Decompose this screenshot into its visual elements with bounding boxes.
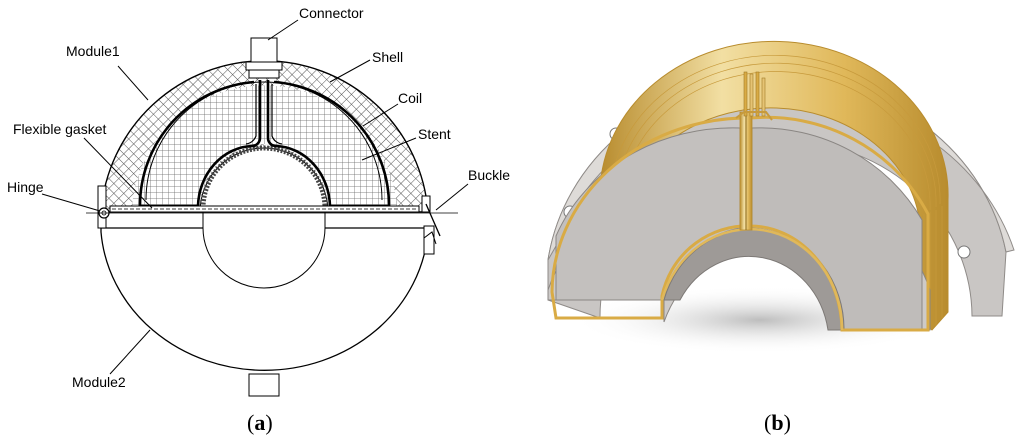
caption-a-letter: a: [254, 410, 265, 435]
leader-hinge: [41, 193, 101, 212]
stent-region: [132, 85, 397, 206]
coil-winding-band: [599, 40, 949, 331]
panel-a-cross-section: Connector Module1 Shell Coil Stent Flexi…: [7, 5, 510, 435]
connector-base: [248, 69, 280, 79]
bore-lower-outline: [202, 212, 326, 289]
lead-pin-3: [755, 71, 760, 117]
housing-left-block: [555, 127, 741, 301]
label-module2: Module2: [72, 374, 126, 390]
lead-pin-1: [743, 71, 748, 117]
leader-stent: [361, 137, 417, 161]
label-module1: Module1: [66, 43, 120, 59]
coil-outline-front: [550, 116, 744, 320]
lead-pin-2: [749, 73, 754, 117]
flexible-gasket-bore: [200, 145, 328, 209]
buckle-lever: [425, 203, 441, 237]
caption-b-letter: b: [771, 410, 783, 435]
caption-b-close: ): [784, 410, 791, 435]
coil-bore-edge: [660, 227, 844, 331]
hinge-plate: [97, 185, 107, 229]
leader-connector: [267, 19, 299, 41]
leader-shell: [329, 59, 371, 83]
module2-connector: [248, 373, 280, 397]
coil-outline-front-right: [748, 115, 930, 332]
coil-inner-right: [271, 84, 283, 145]
label-hinge: Hinge: [7, 179, 44, 195]
caption-a-close: ): [265, 410, 272, 435]
label-coil: Coil: [398, 90, 422, 106]
flange-hole-5: [957, 245, 971, 259]
connector-flange: [245, 61, 283, 71]
caption-a-open: (: [247, 410, 254, 435]
leader-module1: [117, 65, 149, 101]
leader-module2: [109, 329, 151, 375]
label-stent: Stent: [418, 126, 451, 142]
caption-b: (b): [764, 410, 791, 435]
connector-body: [250, 37, 278, 65]
label-flexible-gasket: Flexible gasket: [13, 121, 106, 137]
label-buckle: Buckle: [468, 167, 510, 183]
panel-b-3d-rendering: (b): [547, 40, 1015, 435]
label-connector: Connector: [299, 5, 364, 21]
buckle-lower: [423, 225, 435, 255]
caption-a: (a): [247, 410, 273, 435]
coil-left: [138, 80, 262, 208]
buckle-hook: [423, 231, 437, 245]
label-shell: Shell: [372, 49, 403, 65]
caption-b-open: (: [764, 410, 771, 435]
coil-outer-edge: [145, 81, 383, 201]
module2-shell: [100, 227, 429, 371]
lead-pin-4: [761, 77, 766, 117]
lead-bend: [735, 111, 773, 121]
leader-flexible-gasket: [83, 137, 153, 209]
coil-inner-left: [245, 84, 257, 145]
leader-coil: [362, 103, 399, 127]
leader-buckle: [435, 183, 469, 211]
